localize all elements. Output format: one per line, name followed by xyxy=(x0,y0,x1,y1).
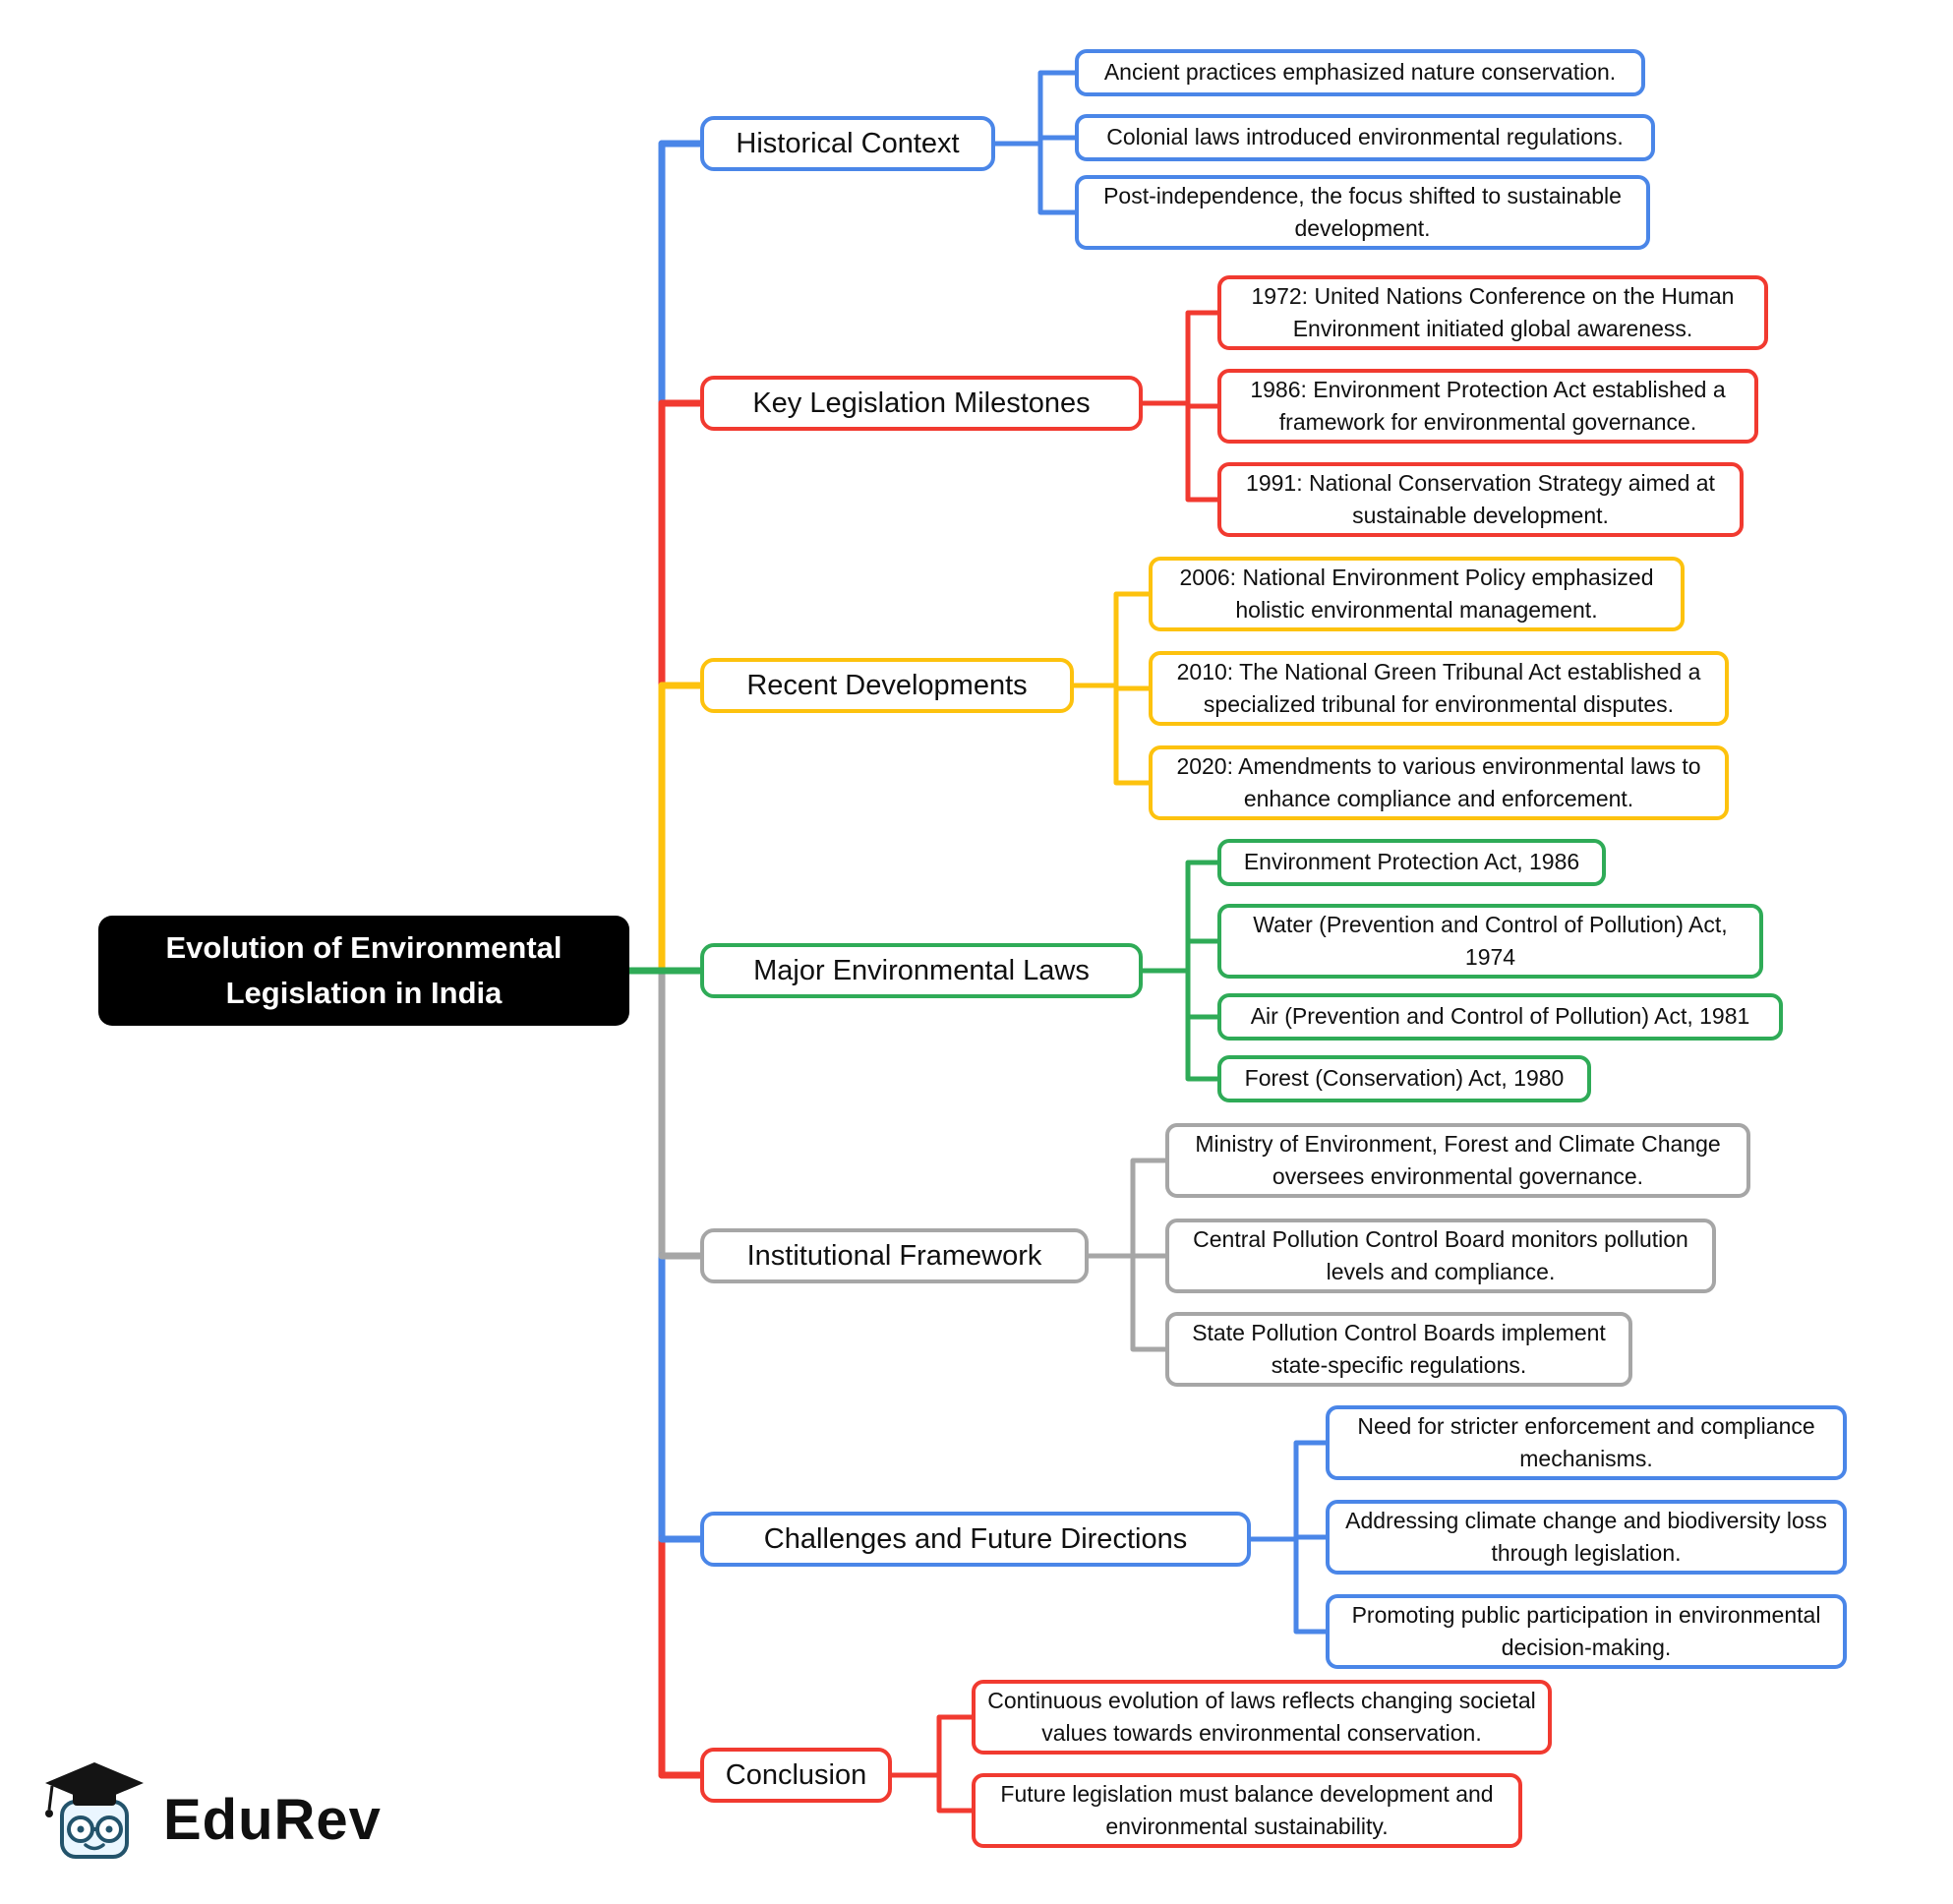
edurev-mascot-icon xyxy=(45,1762,144,1859)
child-node: 1986: Environment Protection Act establi… xyxy=(1217,369,1758,444)
child-node: 2006: National Environment Policy emphas… xyxy=(1149,557,1685,631)
child-node: Addressing climate change and biodiversi… xyxy=(1326,1500,1847,1575)
child-node: Post-independence, the focus shifted to … xyxy=(1075,175,1650,250)
edurev-logo-text: EduRev xyxy=(163,1787,382,1852)
child-node: Ancient practices emphasized nature cons… xyxy=(1075,49,1645,96)
branch-label-key-legislation-milestones: Key Legislation Milestones xyxy=(700,376,1143,431)
root-node: Evolution of Environmental Legislation i… xyxy=(98,916,629,1026)
child-node: 2020: Amendments to various environmenta… xyxy=(1149,745,1729,820)
branch-label-major-environmental-laws: Major Environmental Laws xyxy=(700,943,1143,998)
child-node: Future legislation must balance developm… xyxy=(972,1773,1522,1848)
child-node: 2010: The National Green Tribunal Act es… xyxy=(1149,651,1729,726)
branch-label-historical-context: Historical Context xyxy=(700,116,995,171)
child-node: Colonial laws introduced environmental r… xyxy=(1075,114,1655,161)
child-node: 1972: United Nations Conference on the H… xyxy=(1217,275,1768,350)
child-node: Continuous evolution of laws reflects ch… xyxy=(972,1680,1552,1755)
child-node: Air (Prevention and Control of Pollution… xyxy=(1217,993,1783,1041)
child-node: 1991: National Conservation Strategy aim… xyxy=(1217,462,1744,537)
child-node: Environment Protection Act, 1986 xyxy=(1217,839,1606,886)
branch-label-recent-developments: Recent Developments xyxy=(700,658,1074,713)
child-node: Water (Prevention and Control of Polluti… xyxy=(1217,904,1763,979)
edurev-logo: EduRev xyxy=(39,1760,382,1878)
child-node: Promoting public participation in enviro… xyxy=(1326,1594,1847,1669)
child-node: Central Pollution Control Board monitors… xyxy=(1165,1219,1716,1293)
branch-label-institutional-framework: Institutional Framework xyxy=(700,1228,1089,1283)
child-node: Need for stricter enforcement and compli… xyxy=(1326,1405,1847,1480)
branch-label-challenges-and-future-directions: Challenges and Future Directions xyxy=(700,1512,1251,1567)
child-node: State Pollution Control Boards implement… xyxy=(1165,1312,1632,1387)
branch-label-conclusion: Conclusion xyxy=(700,1748,892,1803)
child-node: Ministry of Environment, Forest and Clim… xyxy=(1165,1123,1750,1198)
child-node: Forest (Conservation) Act, 1980 xyxy=(1217,1055,1591,1102)
